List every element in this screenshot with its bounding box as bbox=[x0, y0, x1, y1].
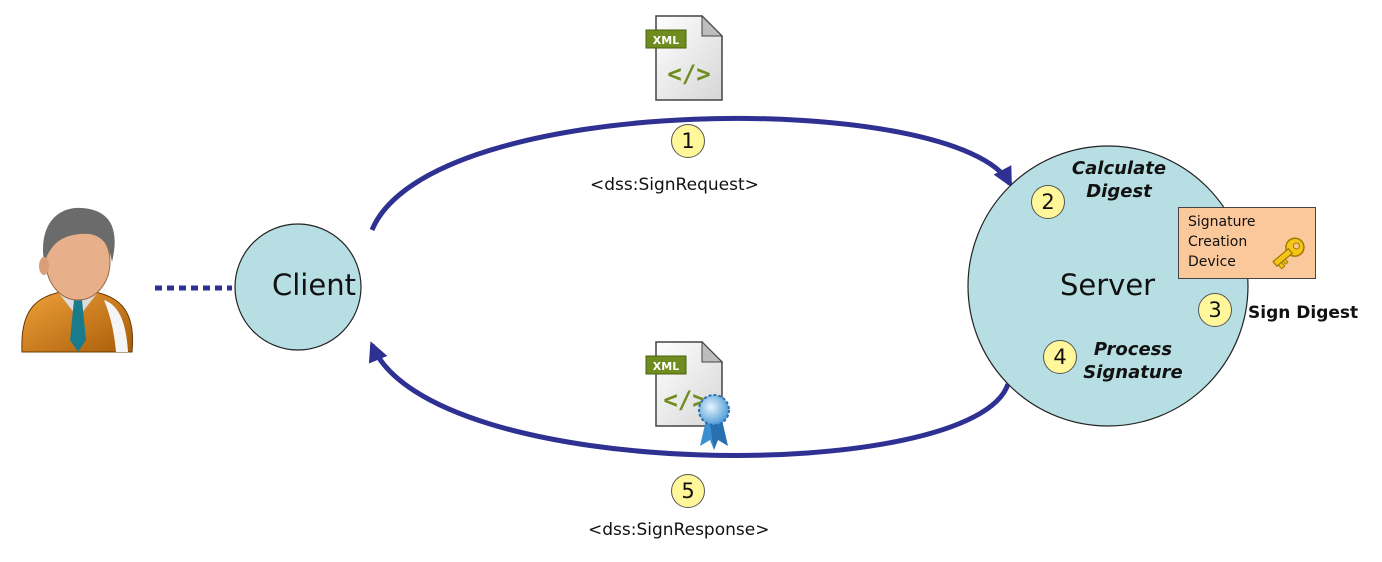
server-label: Server bbox=[1060, 268, 1156, 302]
svg-text:</>: </> bbox=[667, 60, 710, 88]
step-4-badge: 4 bbox=[1043, 340, 1077, 374]
signature-creation-device: Signature Creation Device bbox=[1178, 207, 1316, 279]
step-1-badge: 1 bbox=[671, 124, 705, 158]
user-avatar-icon bbox=[21, 207, 134, 353]
step-2-badge: 2 bbox=[1031, 185, 1065, 219]
sign-request-label: <dss:SignRequest> bbox=[590, 175, 759, 195]
sign-digest-label: Sign Digest bbox=[1248, 303, 1359, 323]
key-icon bbox=[1272, 237, 1305, 270]
device-line-2: Creation bbox=[1188, 234, 1248, 250]
device-line-3: Device bbox=[1188, 254, 1236, 270]
process-signature-line-2: Signature bbox=[1083, 361, 1183, 383]
svg-text:XML: XML bbox=[653, 360, 679, 373]
client-label: Client bbox=[272, 268, 356, 302]
response-arrow bbox=[368, 341, 1011, 458]
process-signature-label: Process Signature bbox=[1078, 339, 1188, 384]
signed-xml-document-icon: XML </> bbox=[645, 340, 730, 450]
step-3-badge: 3 bbox=[1198, 293, 1232, 327]
device-line-1: Signature bbox=[1188, 214, 1256, 230]
request-arrow bbox=[369, 115, 1013, 231]
sign-response-label: <dss:SignResponse> bbox=[588, 520, 770, 540]
step-5-badge: 5 bbox=[671, 474, 705, 508]
calculate-digest-line-1: Calculate bbox=[1071, 158, 1167, 179]
xml-document-icon: XML </> bbox=[645, 14, 724, 101]
calculate-digest-line-2: Digest bbox=[1086, 180, 1152, 202]
svg-text:XML: XML bbox=[653, 34, 679, 47]
client-node bbox=[234, 223, 362, 351]
calculate-digest-label: Calculate Digest bbox=[1064, 158, 1174, 203]
process-signature-line-1: Process bbox=[1093, 339, 1173, 360]
